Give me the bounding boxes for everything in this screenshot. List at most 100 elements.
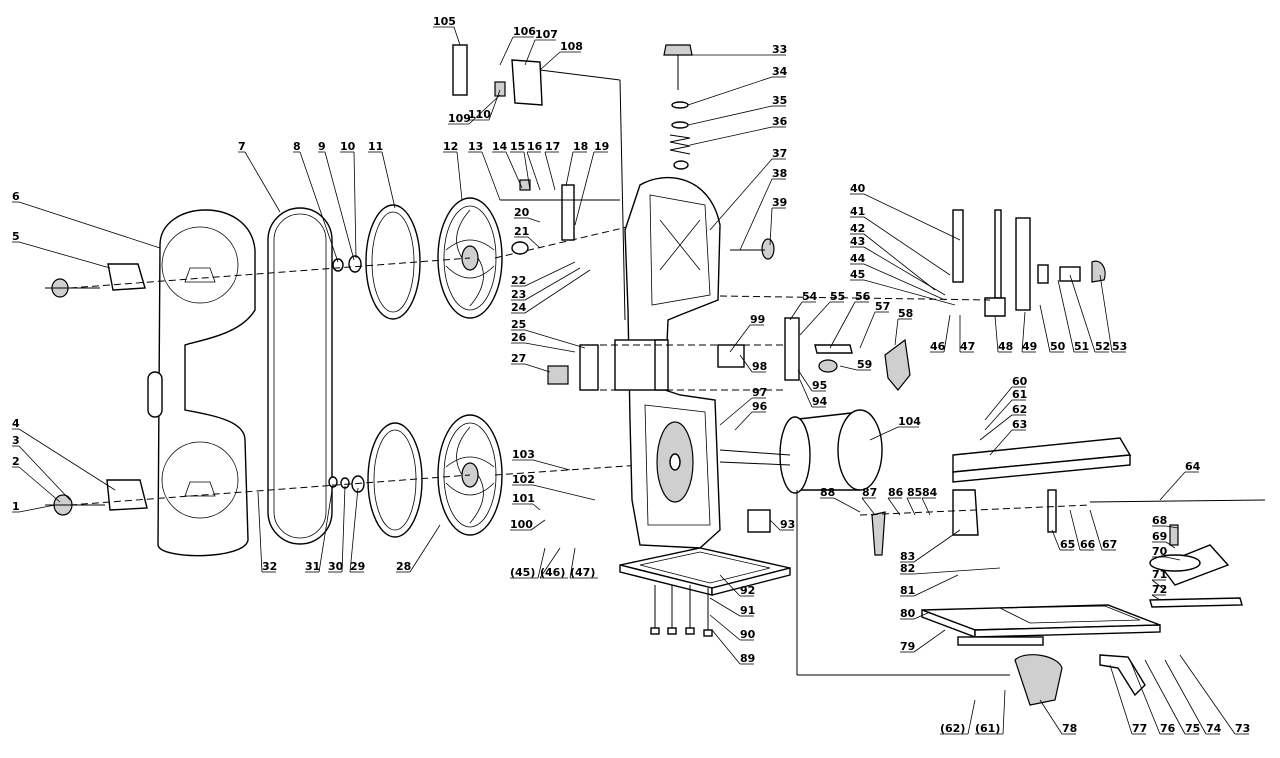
- part-label: 96: [752, 400, 768, 413]
- leader-line: [1165, 525, 1179, 529]
- part-label: 88: [820, 486, 835, 499]
- upper-cover-knob: [45, 263, 146, 298]
- part-label: 36: [772, 115, 788, 128]
- part-label: 79: [900, 640, 915, 653]
- part-label: 35: [772, 94, 787, 107]
- leader-line: [887, 497, 901, 516]
- wheel-cover: [147, 209, 256, 557]
- part-label: 29: [350, 560, 365, 573]
- part-label: 56: [855, 290, 871, 303]
- leader-line: [530, 519, 546, 531]
- part-label: 46: [930, 340, 946, 353]
- part-label: 19: [594, 140, 609, 153]
- leader-line: [481, 151, 501, 201]
- part-label: (46): [540, 566, 565, 579]
- leader-line: [456, 151, 463, 201]
- part-label: 74: [1206, 722, 1222, 735]
- leader-line: [1109, 664, 1133, 735]
- leader-line: [943, 314, 951, 353]
- leader-line: [524, 267, 581, 301]
- part-label: 51: [1074, 340, 1089, 353]
- leader-line: [709, 614, 741, 641]
- tracking-knob: [730, 238, 775, 260]
- part-label: 17: [545, 140, 560, 153]
- leader-line: [505, 151, 523, 189]
- leader-line: [863, 246, 946, 296]
- leader-line: [729, 324, 751, 353]
- leader-line: [711, 629, 741, 665]
- part-label: 55: [830, 290, 845, 303]
- upper-guide-parts: [500, 179, 620, 255]
- part-label: 63: [1012, 418, 1027, 431]
- leader-line: [984, 386, 1013, 421]
- leader-line: [833, 497, 861, 513]
- fence-clamp: [1047, 489, 1057, 533]
- part-label: (45): [510, 566, 535, 579]
- part-label: 82: [900, 562, 915, 575]
- part-label: 69: [1152, 530, 1167, 543]
- leader-line: [979, 414, 1013, 441]
- part-label: 64: [1185, 460, 1201, 473]
- leader-line: [994, 315, 999, 353]
- part-label: 10: [340, 140, 356, 153]
- part-label: 34: [772, 65, 788, 78]
- part-label: 50: [1050, 340, 1066, 353]
- leader-line: [769, 519, 781, 531]
- leader-line: [18, 504, 56, 513]
- switch-box: [747, 509, 771, 533]
- part-label: 45: [850, 268, 865, 281]
- part-label: 86: [888, 486, 904, 499]
- leader-line: [532, 484, 596, 501]
- part-label: 12: [443, 140, 458, 153]
- leader-line: [524, 342, 576, 353]
- part-label: 53: [1112, 340, 1127, 353]
- leader-lines: [12, 26, 1249, 735]
- leader-line: [349, 487, 359, 573]
- part-label: 60: [1012, 375, 1028, 388]
- leader-line: [539, 547, 561, 579]
- part-label: 33: [772, 43, 787, 56]
- leader-line: [913, 629, 946, 653]
- part-label: 52: [1095, 340, 1110, 353]
- leader-line: [257, 491, 263, 573]
- part-label: 84: [922, 486, 938, 499]
- leader-line: [1089, 509, 1103, 551]
- leader-line: [544, 151, 556, 191]
- part-label: 4: [12, 417, 20, 430]
- part-label: 102: [512, 473, 535, 486]
- part-label: 3: [12, 434, 20, 447]
- leader-line: [913, 529, 961, 563]
- part-label: 42: [850, 222, 865, 235]
- fence-rod: [1089, 499, 1266, 503]
- part-label: 99: [750, 313, 765, 326]
- leader-line: [324, 151, 355, 261]
- leader-line: [989, 429, 1013, 456]
- part-label: 27: [511, 352, 526, 365]
- part-label: 67: [1102, 538, 1117, 551]
- part-label: 28: [396, 560, 411, 573]
- part-label: 7: [238, 140, 246, 153]
- guide-post-assembly: [719, 209, 1106, 317]
- leader-line: [906, 497, 916, 516]
- leader-line: [537, 547, 546, 579]
- part-label: 90: [740, 628, 756, 641]
- part-label: 76: [1160, 722, 1176, 735]
- leader-line: [1159, 471, 1186, 501]
- part-label: 95: [812, 379, 827, 392]
- part-label: 73: [1235, 722, 1250, 735]
- guide-plates: [547, 344, 745, 391]
- leader-line: [1057, 279, 1075, 353]
- part-label: 68: [1152, 514, 1167, 527]
- part-label: 85: [907, 486, 922, 499]
- leader-line: [863, 216, 951, 276]
- part-label: 93: [780, 518, 795, 531]
- leader-line: [913, 611, 931, 620]
- leader-line: [1021, 311, 1026, 353]
- foot-bolts: [650, 585, 713, 637]
- leader-line: [1151, 594, 1161, 601]
- part-label: 18: [573, 140, 588, 153]
- leader-line: [769, 207, 773, 246]
- leader-line: [524, 39, 536, 66]
